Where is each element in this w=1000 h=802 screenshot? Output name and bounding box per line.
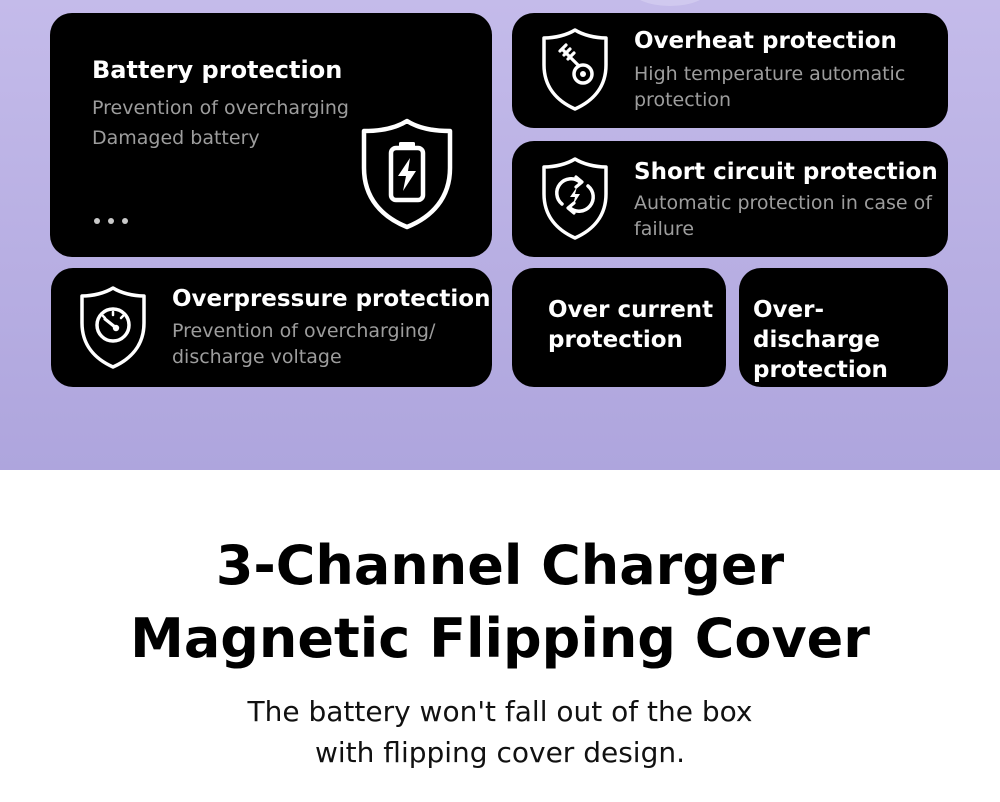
headline-line-1: 3-Channel Charger [215, 534, 785, 597]
subtitle-line-1: The battery won't fall out of the box [247, 695, 753, 728]
headline-line-2: Magnetic Flipping Cover [130, 607, 870, 670]
battery-protection-title: Battery protection [92, 56, 343, 84]
over-current-protection-card: Over current protection [512, 268, 726, 387]
short-circuit-protection-card: Short circuit protection Automatic prote… [512, 141, 948, 257]
shield-gauge-icon [78, 285, 148, 371]
overpressure-protection-card: Overpressure protection Prevention of ov… [51, 268, 492, 387]
battery-protection-line-1: Prevention of overcharging [92, 97, 349, 119]
over-discharge-protection-card: Over-discharge protection [739, 268, 948, 387]
ellipsis-icon [94, 218, 128, 224]
overheat-protection-card: Overheat protection High temperature aut… [512, 13, 948, 128]
top-decoration [630, 0, 710, 6]
overpressure-protection-desc: Prevention of overcharging/ discharge vo… [172, 320, 436, 368]
subtitle-line-2: with flipping cover design. [315, 736, 685, 769]
over-current-protection-title: Over current protection [548, 297, 714, 353]
feature-band: Battery protection Prevention of overcha… [0, 0, 1000, 470]
shield-battery-icon [358, 116, 456, 232]
short-circuit-protection-title: Short circuit protection [634, 159, 938, 185]
overpressure-protection-title: Overpressure protection [172, 286, 491, 312]
battery-protection-card: Battery protection Prevention of overcha… [50, 13, 492, 257]
battery-protection-line-2: Damaged battery [92, 127, 260, 149]
over-discharge-protection-title: Over-discharge protection [753, 297, 888, 383]
shield-refresh-bolt-icon [540, 156, 610, 242]
overheat-protection-title: Overheat protection [634, 28, 897, 54]
short-circuit-protection-desc: Automatic protection in case of failure [634, 192, 932, 240]
shield-thermometer-icon [540, 27, 610, 113]
overheat-protection-desc: High temperature automatic protection [634, 63, 906, 111]
